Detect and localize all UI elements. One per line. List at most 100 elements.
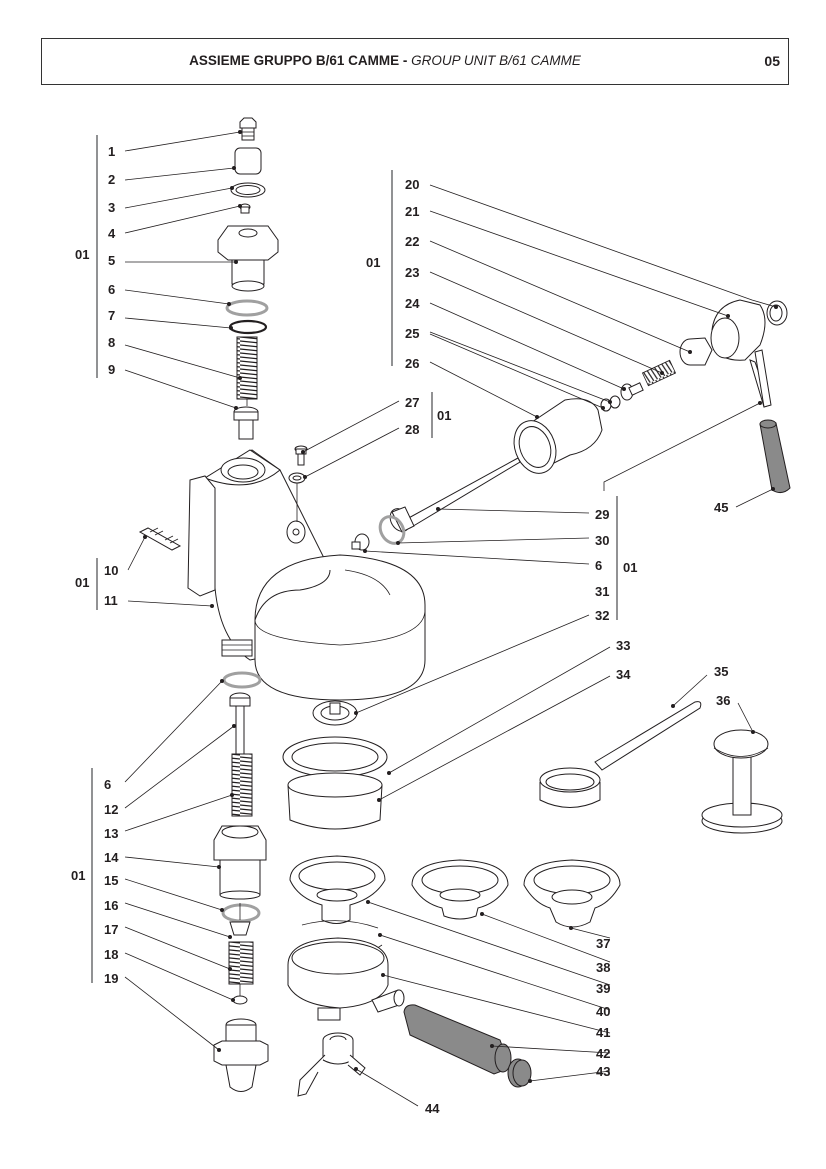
part-14-valve-housing: [213, 825, 267, 900]
callout-label: 43: [596, 1064, 610, 1079]
part-13-spring: [231, 753, 253, 817]
part-10-stud: [138, 527, 182, 551]
part-1-bolt: [239, 117, 257, 141]
callout-label: 37: [596, 936, 610, 951]
page-title: ASSIEME GRUPPO B/61 CAMME - GROUP UNIT B…: [42, 53, 728, 68]
part-23-spring: [641, 359, 677, 387]
part-11-group-body: [187, 449, 426, 701]
callout-label: 42: [596, 1046, 610, 1061]
part-38-filter-basket: [289, 855, 386, 924]
part-44-spout: [297, 1032, 366, 1097]
callout-label: 13: [104, 826, 118, 841]
callout-label: 40: [596, 1004, 610, 1019]
callout-label: 44: [425, 1101, 440, 1116]
part-33-gasket-ring: [282, 736, 388, 778]
group-label: 01: [71, 868, 85, 883]
callout-label: 5: [108, 253, 115, 268]
callout-label: 10: [104, 563, 118, 578]
callout-label: 45: [714, 500, 728, 515]
part-19-fitting: [213, 1018, 269, 1092]
part-16-valve-cone: [229, 903, 251, 936]
callout-label: 8: [108, 335, 115, 350]
callout-label: 34: [616, 667, 631, 682]
callout-label: 17: [104, 922, 118, 937]
callout-label: 19: [104, 971, 118, 986]
callout-label: 26: [405, 356, 419, 371]
callout-label: 11: [104, 593, 118, 608]
part-36-tamper: [701, 729, 783, 834]
callout-label: 15: [104, 873, 118, 888]
callout-label: 20: [405, 177, 419, 192]
callout-label: 29: [595, 507, 609, 522]
callout-label: 23: [405, 265, 419, 280]
callout-label: 33: [616, 638, 630, 653]
group-label: 01: [437, 408, 451, 423]
group-label: 01: [366, 255, 380, 270]
part-12-valve-stem: [229, 692, 251, 755]
part-17-spring: [228, 941, 254, 985]
callout-label: 6: [108, 282, 115, 297]
title-italian: ASSIEME GRUPPO B/61 CAMME: [189, 53, 400, 68]
callout-label: 12: [104, 802, 118, 817]
callout-label: 38: [596, 960, 610, 975]
callout-label: 39: [596, 981, 610, 996]
part-15-oring: [221, 903, 261, 923]
part-32-shower-holder: [312, 700, 358, 726]
part-24-pin: [620, 382, 644, 401]
part-18-seat: [232, 984, 248, 1005]
part-5-fitting: [217, 225, 279, 292]
callout-label: 21: [405, 204, 419, 219]
callout-label: 3: [108, 200, 115, 215]
part-35-measuring-spoon: [539, 701, 702, 808]
callout-label: 36: [716, 693, 730, 708]
callout-label: 27: [405, 395, 419, 410]
part-31-nozzle: [351, 533, 370, 551]
callout-label: 25: [405, 326, 419, 341]
title-english: GROUP UNIT B/61 CAMME: [411, 53, 581, 68]
part-22-nut: [679, 337, 713, 366]
callout-label: 41: [596, 1025, 610, 1040]
callout-label: 9: [108, 362, 115, 377]
part-7-oring: [228, 319, 268, 335]
callout-label: 28: [405, 422, 419, 437]
part-20-21-cam-lever: [710, 299, 788, 408]
callout-label: 22: [405, 234, 419, 249]
title-box: ASSIEME GRUPPO B/61 CAMME - GROUP UNIT B…: [41, 38, 789, 85]
callout-label: 16: [104, 898, 118, 913]
part-45-handle-knob: [759, 419, 791, 494]
part-27-screw: [294, 445, 308, 466]
callout-label: 31: [595, 584, 609, 599]
callout-label: 24: [405, 296, 420, 311]
callout-label: 2: [108, 172, 115, 187]
group-label: 01: [75, 575, 89, 590]
part-41-portafilter: [287, 937, 405, 1021]
part-43-end-cap: [507, 1058, 532, 1088]
title-separator: -: [399, 53, 412, 68]
part-4-jet: [239, 203, 251, 214]
callout-label: 1: [108, 144, 115, 159]
group-label: 01: [623, 560, 637, 575]
part-6-oring: [225, 299, 269, 317]
callout-label: 30: [595, 533, 609, 548]
callout-label: 32: [595, 608, 609, 623]
part-29-lever-rod: [754, 349, 772, 408]
page-number: 05: [764, 53, 780, 69]
part-26-cylinder: [513, 398, 603, 474]
group-label: 01: [75, 247, 89, 262]
part-8-spring: [236, 336, 258, 400]
callout-label: 35: [714, 664, 728, 679]
part-6-oring: [222, 671, 262, 689]
part-30-piston-rod: [389, 457, 521, 533]
callout-label: 4: [108, 226, 116, 241]
callout-label: 18: [104, 947, 118, 962]
part-9-valve: [233, 399, 259, 440]
callout-label: 14: [104, 850, 119, 865]
part-37-filter-basket: [411, 859, 509, 920]
part-42-handle: [403, 1004, 512, 1075]
part-34-shower-screen: [287, 772, 383, 830]
part-2-filter-mesh: [234, 147, 262, 175]
callout-label: 6: [104, 777, 111, 792]
callout-label: 6: [595, 558, 602, 573]
part-37-filter-basket-deep: [523, 859, 621, 928]
